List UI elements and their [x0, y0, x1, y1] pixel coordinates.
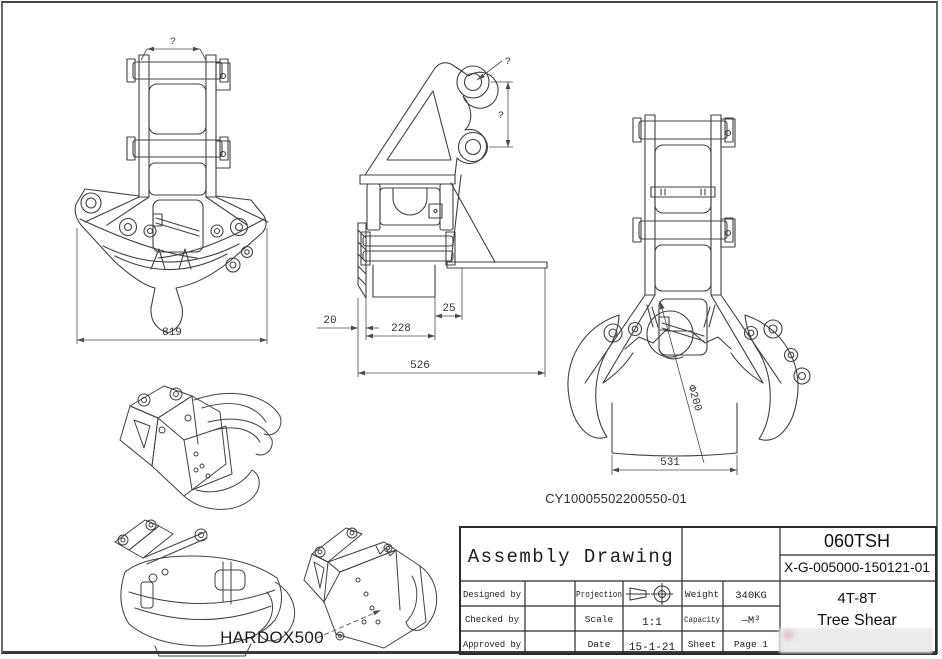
product-size: 4T-8T [837, 590, 876, 607]
scale-value: 1:1 [642, 617, 662, 629]
front-view-drawing: ? 819 [74, 37, 269, 344]
capacity-label: Capacity [684, 615, 720, 625]
base-width-label: 531 [660, 457, 680, 469]
iso-view-top [119, 385, 282, 510]
open-view-diameter-callout: Φ200 [659, 300, 705, 464]
hole-pitch-label: ? [498, 111, 504, 122]
approved-by-label: Approved by [463, 639, 521, 650]
overall-depth-label: 526 [410, 360, 430, 372]
model-code: 060TSH [824, 531, 890, 551]
material-leader-line [316, 610, 381, 639]
scale-label: Scale [585, 614, 614, 625]
open-view-drawing: Φ200 531 [567, 114, 811, 475]
open-view-claws [567, 304, 811, 457]
front-view-top-dimension: ? [140, 37, 207, 61]
side-view-hole-callout: ? [476, 57, 511, 81]
capacity-value: —M³ [741, 615, 761, 627]
date-value: 15-1-21 [629, 642, 676, 654]
front-view-claw-body [74, 188, 267, 334]
side-view-drawing: ? ? 20 [317, 57, 548, 377]
side-view-bracket [364, 62, 499, 176]
jaw-span-label: 228 [391, 323, 411, 335]
product-name: Tree Shear [817, 612, 897, 629]
material-label: HARDOX500 [220, 628, 324, 647]
blade-thickness-label: 20 [323, 315, 336, 327]
front-top-dim-label: ? [170, 37, 176, 48]
sheet-label: Sheet [688, 639, 717, 650]
hole-callout-label: ? [505, 57, 511, 68]
front-view-width-dimension: 819 [76, 228, 268, 344]
checked-by-label: Checked by [465, 614, 519, 625]
open-view-base-dimension: 531 [611, 455, 738, 475]
first-angle-projection-icon [626, 583, 673, 605]
front-view-linkage [84, 54, 269, 226]
weight-label: Weight [685, 589, 719, 600]
sheet-value: Page 1 [734, 639, 769, 650]
open-view-frame [584, 114, 782, 384]
side-view-body [357, 174, 548, 299]
watermark-smudge [783, 630, 793, 640]
erased-watermark-area [779, 628, 933, 653]
plate-gap-label: 25 [442, 303, 455, 315]
drawing-number: X-G-005000-150121-01 [784, 559, 930, 575]
weight-value: 340KG [735, 590, 767, 602]
iso-view-bottom-right [303, 527, 438, 649]
title-block-title: Assembly Drawing [468, 546, 674, 568]
date-label: Date [588, 639, 611, 650]
part-code-label: CY10005502200550-01 [545, 491, 687, 506]
front-width-dim-label: 819 [162, 327, 182, 339]
side-view-bottom-dimensions: 20 228 25 526 [317, 268, 546, 377]
log-diameter-label: Φ200 [685, 384, 704, 413]
projection-label: Projection [576, 590, 622, 600]
side-view-pitch-dimension: ? [489, 81, 513, 148]
iso-view-bottom-left [114, 519, 296, 657]
designed-by-label: Designed by [463, 589, 521, 600]
